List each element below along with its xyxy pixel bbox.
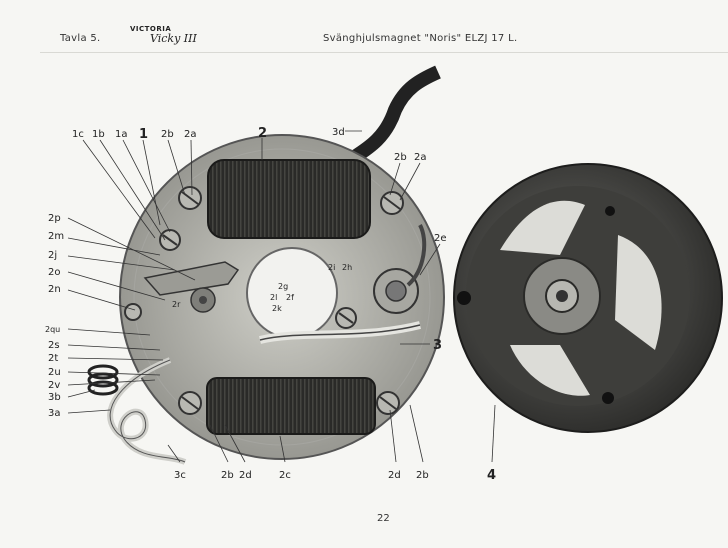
screw <box>124 303 142 321</box>
header-divider <box>40 52 728 53</box>
model-script-logo: Vicky III <box>150 32 197 45</box>
label-2l: 2l <box>270 293 277 302</box>
label-2e: 2e <box>434 233 447 244</box>
label-2r: 2r <box>172 300 181 309</box>
screw <box>159 229 181 251</box>
condenser <box>373 268 419 314</box>
label-2j: 2j <box>48 250 57 261</box>
label-1c: 1c <box>72 129 84 140</box>
label-2g: 2g <box>278 282 288 291</box>
label-1: 1 <box>139 127 148 142</box>
label-3: 3 <box>433 338 442 353</box>
label-1a: 1a <box>115 129 128 140</box>
label-3b: 3b <box>48 392 61 403</box>
screw <box>376 391 400 415</box>
label-2m: 2m <box>48 231 64 242</box>
ground-spring <box>87 364 119 396</box>
label-2h: 2h <box>342 263 352 272</box>
cable-3d <box>346 65 441 166</box>
screw <box>178 391 202 415</box>
label-3d: 3d <box>332 127 345 138</box>
leader-lines <box>67 130 496 463</box>
label-2d-right: 2d <box>388 470 401 481</box>
label-1b: 1b <box>92 129 105 140</box>
page-number: 22 <box>377 513 390 524</box>
label-2b-right: 2b <box>394 152 407 163</box>
label-2o: 2o <box>48 267 60 278</box>
label-2: 2 <box>258 126 267 141</box>
screw <box>178 186 202 210</box>
label-3a: 3a <box>48 408 61 419</box>
label-2k: 2k <box>272 304 282 313</box>
brand-logo: VICTORIA <box>130 25 172 33</box>
label-2d-bottom: 2d <box>239 470 252 481</box>
label-2s: 2s <box>48 340 60 351</box>
plate-label: Tavla 5. <box>60 33 101 44</box>
label-2p: 2p <box>48 213 61 224</box>
label-2a: 2a <box>184 129 197 140</box>
label-2c: 2c <box>279 470 291 481</box>
lead-wire <box>406 224 427 287</box>
lower-coil <box>206 377 376 435</box>
label-2i: 2i <box>328 263 335 272</box>
label-2n: 2n <box>48 284 61 295</box>
screw <box>335 307 357 329</box>
label-3c: 3c <box>174 470 186 481</box>
label-2v: 2v <box>48 380 60 391</box>
label-2b: 2b <box>161 129 174 140</box>
label-4: 4 <box>487 468 496 483</box>
flywheel <box>453 163 723 433</box>
label-2f: 2f <box>286 293 294 302</box>
label-2b-bottom-right: 2b <box>416 470 429 481</box>
label-2t: 2t <box>48 353 58 364</box>
label-2qu: 2qu <box>45 325 60 334</box>
label-2u: 2u <box>48 367 61 378</box>
upper-coil <box>207 159 371 239</box>
label-2b-bottom: 2b <box>221 470 234 481</box>
screw <box>380 191 404 215</box>
label-2a-right: 2a <box>414 152 427 163</box>
figure-caption: Svänghjulsmagnet "Noris" ELZJ 17 L. <box>323 33 518 44</box>
